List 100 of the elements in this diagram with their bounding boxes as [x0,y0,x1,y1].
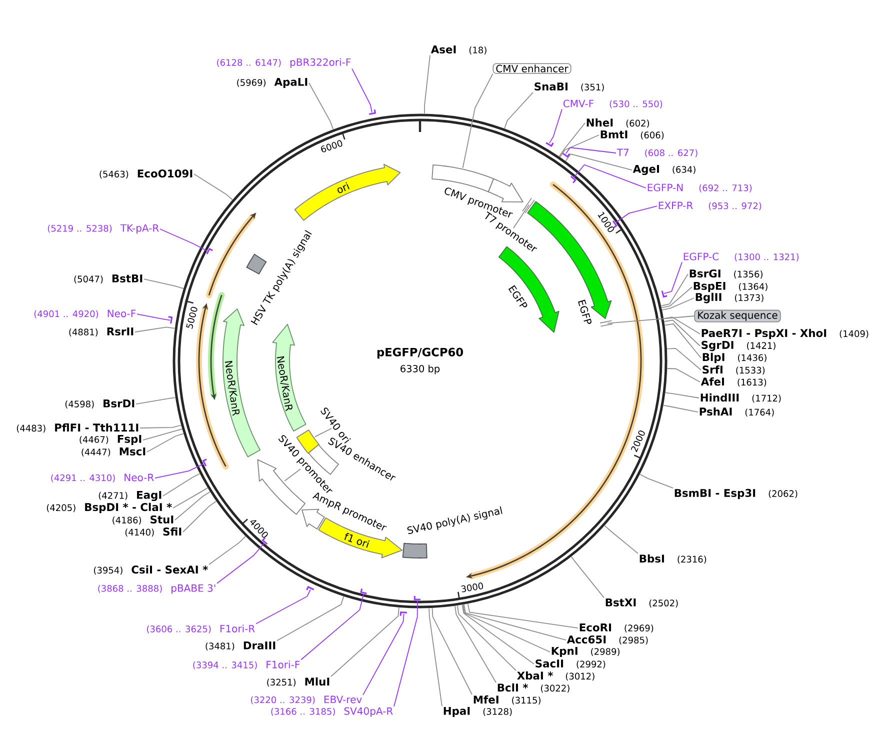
enzyme-label: AseI (18) [430,46,486,54]
leader-line [140,424,182,428]
leader-line [352,68,372,113]
leader-line [208,536,246,565]
primer-mark [168,316,173,324]
leader-line [574,164,646,188]
leader-line [663,316,700,334]
enzyme-label: (5969) ApaLI [237,78,308,88]
feature-mark [522,198,535,214]
leader-line [558,122,586,157]
primer-mark [360,588,367,594]
leader-line [464,604,566,640]
enzyme-label: SrfI (1533) [702,365,765,375]
leader-line [666,348,702,370]
leader-line [256,589,311,624]
enzyme-label: AgeI (634) [632,164,696,176]
enzyme-label: EcoRI (2969) [580,624,654,632]
label-box: Kozak sequence [694,310,781,322]
leader-line [560,134,600,158]
primer-mark [202,458,207,466]
primer-mark [562,152,570,158]
enzyme-label: (4271) EagI [98,490,162,502]
enzyme-label: BmtI (606) [600,130,664,140]
leader-line [664,262,682,294]
leader-line [462,604,550,652]
enzyme-label: PshAI (1764) [700,407,774,417]
tick-label: 5000 [186,306,198,329]
leader-line [300,594,364,660]
enzyme-label: (4140) SfiI [125,527,182,537]
enzyme-label: (4483) PflFI - Tth111I [16,423,138,433]
primer-label: CMV-F (530 .. 550) [563,100,662,108]
primer-label: (4901 .. 4920) Neo-F [34,310,136,318]
tick-label: 3000 [461,582,483,592]
leader-line [314,428,332,438]
enzyme-label: (5047) BstBI [74,274,142,284]
leader-line [462,604,534,664]
primer-mark [612,220,618,228]
leader-line [607,316,695,324]
primer-label: EGFP-N (692 .. 713) [648,184,752,192]
leader-line [144,278,184,289]
leader-line [216,543,264,584]
tick-label: 2000 [631,430,645,452]
leader-line [504,92,534,129]
enzyme-label: KpnI (2989) [552,647,620,657]
node-label: SV40 poly(A) signal [407,506,502,534]
leader-line [565,154,632,170]
leader-line [142,428,182,440]
leader-line [432,608,472,695]
enzyme-label: (4598) BsrDI [65,400,134,408]
leader-line [549,108,562,144]
enzyme-label: (3251) MluI [267,677,330,687]
leader-line [172,488,208,508]
leader-line [174,491,210,520]
enzyme-label: MfeI (3115) [474,695,540,705]
leader-line [276,596,344,642]
leader-line [428,608,442,707]
enzyme-label: BsrGI (1356) [690,269,762,279]
leader-line [467,603,578,628]
leader-line [160,228,208,252]
leader-line [664,320,700,346]
label-box: CMV enhancer [492,63,572,74]
feature-block: ori [294,164,401,221]
leader-line [424,54,430,114]
primer-label: EGFP-C (1300 .. 1321) [684,252,799,262]
leader-line [284,468,301,482]
leader-line [134,326,176,332]
primer-mark [206,248,213,254]
primer-label: T7 (608 .. 627) [616,148,698,158]
primer-label: (3166 .. 3185) SV40pA-R [271,707,393,717]
leader-line [154,464,204,478]
leader-line [660,274,688,306]
enzyme-label: BspEI (1364) [694,282,768,292]
primer-label: (3220 .. 3239) EBV-rev [250,696,362,704]
enzyme-label: BbsI (2316) [640,554,706,564]
enzyme-label: BglII (1373) [696,292,764,304]
enzyme-label: HpaI (3128) [444,707,512,717]
leader-line [457,605,516,671]
leader-line [182,500,217,532]
enzyme-label: HindIII (1712) [700,393,781,403]
enzyme-label: SgrDI (1421) [702,340,776,352]
enzyme-label: PaeR7I - PspXI - XhoI (1409) [702,328,868,340]
leader-line [512,204,530,229]
enzyme-label: BclI * (3022) [498,683,570,693]
enzyme-label: (3481) DraIII [206,642,276,650]
leader-line [662,298,694,310]
leader-line [308,82,334,130]
feature-box: SV40 poly(A) signal [402,506,502,558]
feature-mark [600,320,613,327]
enzyme-label: BsmBI - Esp3I (2062) [674,488,798,500]
leader-line [663,404,698,412]
leader-line [616,206,658,223]
leader-line [136,397,176,404]
primer-mark [661,290,668,298]
enzyme-label: (5463) EcoO109I [100,169,192,179]
enzyme-label: SnaBI (351) [534,82,604,92]
primer-label: (6128 .. 6147) pBR322ori-F [217,58,351,68]
leader-line [394,600,418,707]
leader-line [462,73,494,168]
primer-label: EXFP-R (953 .. 972) [658,202,762,210]
primer-mark [546,142,554,147]
